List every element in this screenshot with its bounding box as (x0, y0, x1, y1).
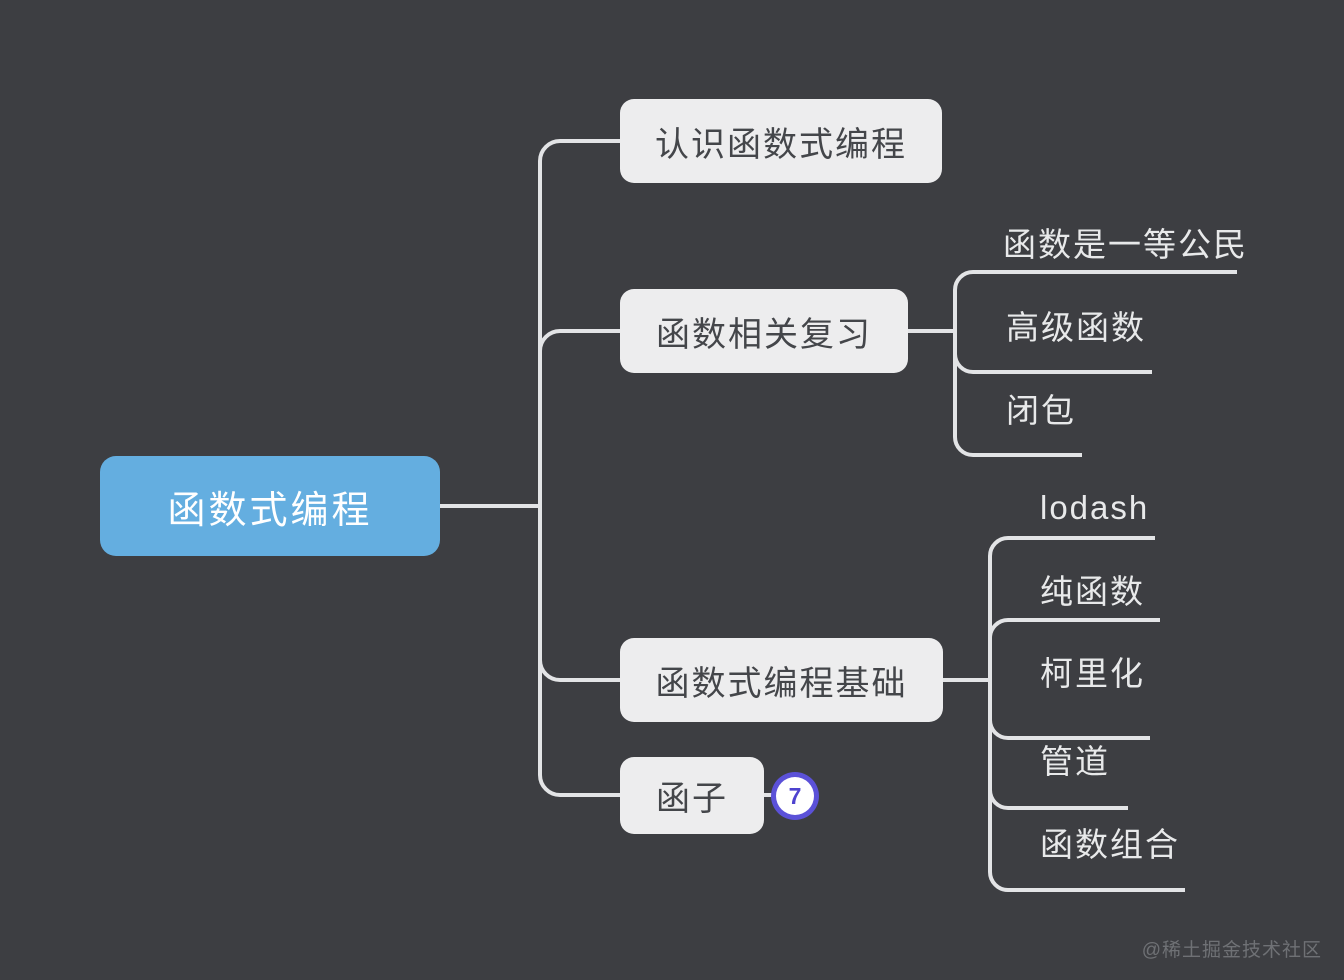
wire-trunk-branch-3 (538, 506, 620, 682)
branch-node-label: 函数式编程基础 (655, 664, 908, 703)
leaf-node-纯函数[interactable]: 纯函数 (1040, 573, 1145, 610)
branch-node-label: 函子 (656, 780, 728, 818)
branch-node-函子[interactable]: 函子 (620, 757, 764, 834)
leaf-node-高级函数[interactable]: 高级函数 (1006, 309, 1146, 346)
branch-node-函数相关复习[interactable]: 函数相关复习 (620, 289, 908, 373)
status-badge[interactable]: 7 (771, 772, 819, 820)
wire-trunk-branch-1 (538, 139, 620, 506)
root-node-label: 函数式编程 (167, 489, 373, 532)
wire-trunk-branch-4 (538, 506, 620, 797)
branch-node-label: 函数相关复习 (656, 315, 872, 354)
leaf-node-函数是一等公民[interactable]: 函数是一等公民 (1003, 226, 1248, 263)
status-badge-count: 7 (776, 777, 814, 815)
leaf-node-柯里化[interactable]: 柯里化 (1040, 655, 1145, 692)
leaf-node-函数组合[interactable]: 函数组合 (1040, 826, 1180, 863)
wire-trunk-branch-2 (538, 329, 620, 506)
leaf-node-闭包[interactable]: 闭包 (1006, 392, 1076, 429)
leaf-node-lodash[interactable]: lodash (1040, 489, 1150, 526)
leaf-node-管道[interactable]: 管道 (1040, 743, 1110, 780)
root-node[interactable]: 函数式编程 (100, 456, 440, 556)
branch-node-认识函数式编程[interactable]: 认识函数式编程 (620, 99, 942, 183)
branch-node-函数式编程基础[interactable]: 函数式编程基础 (620, 638, 943, 722)
branch-node-label: 认识函数式编程 (655, 125, 907, 164)
watermark: @稀土掘金技术社区 (1141, 940, 1322, 961)
